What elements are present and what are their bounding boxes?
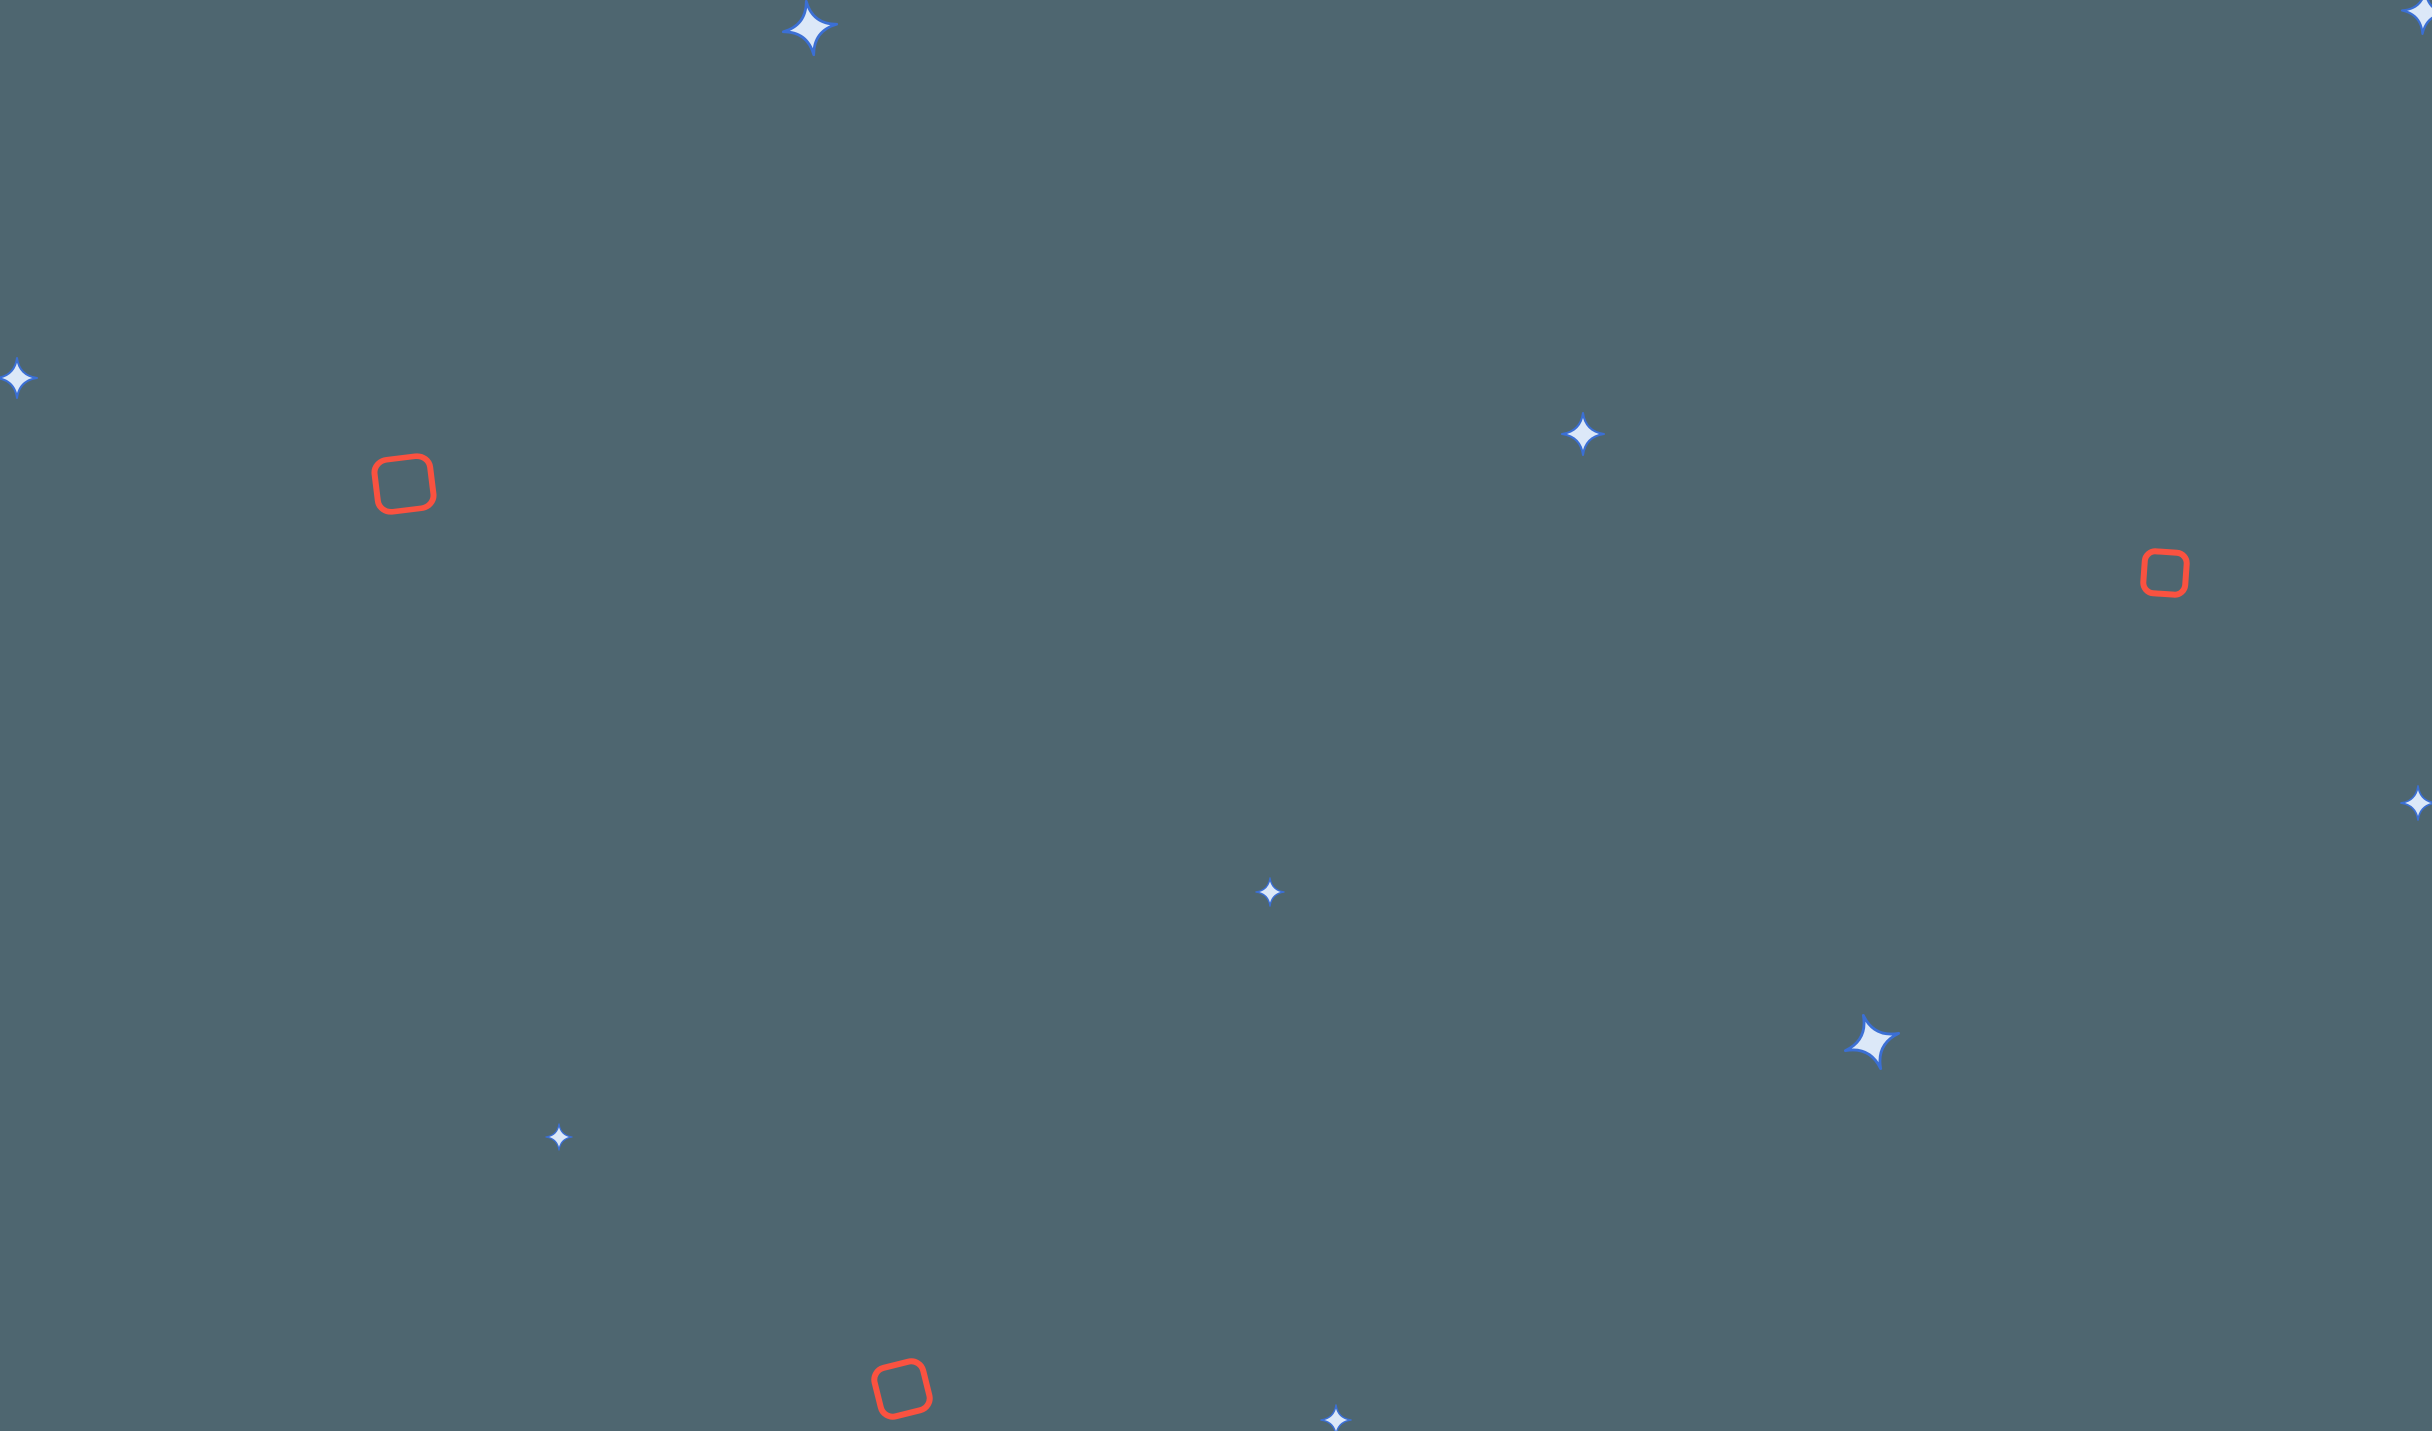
sparkle-star-icon <box>2400 0 2432 36</box>
rounded-square-outline-icon <box>868 1355 936 1423</box>
sparkle-star-icon <box>0 357 38 399</box>
sparkle-star-icon <box>1560 411 1606 457</box>
sparkle-star-icon <box>1320 1404 1352 1431</box>
rounded-square-outline-icon <box>370 451 439 516</box>
rounded-square-outline-icon <box>2139 547 2190 598</box>
sparkle-star-icon <box>1255 877 1285 907</box>
sparkle-star-icon <box>1837 1007 1908 1078</box>
sparkle-star-icon <box>780 0 841 58</box>
sparkle-star-icon <box>2400 785 2432 821</box>
sparkle-star-icon <box>545 1123 573 1151</box>
